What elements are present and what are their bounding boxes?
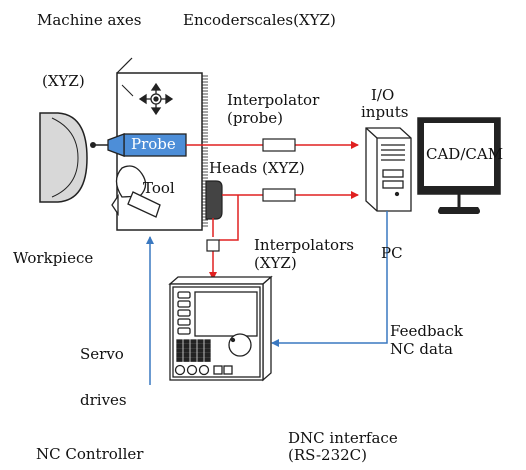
heads-label: Heads (XYZ): [209, 159, 305, 177]
nc-controller: [168, 275, 273, 382]
nc-side-button: [177, 309, 191, 317]
nc-controller-label: NC Controller: [36, 445, 144, 463]
nc-key: [190, 339, 197, 344]
cad-cam-label: CAD/CAM: [426, 145, 504, 163]
nc-key: [183, 339, 190, 344]
tool-icon: [111, 165, 161, 218]
io-label-2: inputs: [361, 103, 409, 121]
nc-key: [197, 357, 204, 362]
nc-key: [176, 357, 183, 362]
interpolator-probe-label-2: (probe): [227, 109, 283, 127]
xyz-label: (XYZ): [42, 72, 85, 90]
nc-key: [204, 343, 211, 349]
feedback-label-1: Feedback: [390, 322, 463, 340]
feedback-lines: [146, 211, 388, 385]
nc-key: [190, 348, 197, 353]
nc-side-button: [177, 300, 191, 308]
encoder-head: [205, 180, 223, 220]
nc-side-button: [177, 318, 191, 326]
encoder-scales-label: Encoderscales(XYZ): [183, 11, 336, 29]
probe-label: Probe: [131, 135, 176, 153]
nc-key: [197, 339, 204, 344]
nc-key: [190, 357, 197, 362]
signal-lines: [186, 141, 359, 280]
workpiece: [39, 112, 88, 203]
encoder-scale: [201, 73, 208, 230]
drives-label: drives: [80, 391, 127, 409]
nc-round-button: [198, 364, 210, 376]
interpolator-probe-label-1: Interpolator: [227, 91, 320, 109]
probe: [90, 133, 187, 157]
pc-tower: [365, 127, 412, 212]
nc-key: [183, 357, 190, 362]
nc-key: [190, 343, 197, 349]
workpiece-label: Workpiece: [13, 249, 94, 267]
nc-key: [204, 352, 211, 358]
nc-key: [204, 339, 211, 344]
cad-cam-monitor: [417, 117, 501, 214]
nc-key: [176, 352, 183, 358]
nc-key: [183, 348, 190, 353]
tool-label: Tool: [143, 179, 175, 197]
dnc-interface-label-2: (RS-232C): [288, 446, 367, 464]
nc-round-button: [186, 364, 198, 376]
feedback-label-2: NC data: [390, 340, 453, 358]
nc-square-button: [213, 365, 223, 375]
nc-key: [176, 339, 183, 344]
nc-square-button: [223, 365, 233, 375]
nc-key: [197, 348, 204, 353]
nc-key: [197, 352, 204, 358]
nc-side-button: [177, 291, 191, 299]
nc-key: [190, 352, 197, 358]
interpolators-label-2: (XYZ): [254, 254, 297, 272]
interpolators-label-1: Interpolators: [254, 236, 354, 254]
nc-key: [204, 348, 211, 353]
servo-label: Servo: [80, 345, 124, 363]
io-label-1: I/O: [371, 86, 395, 104]
nc-round-button: [174, 364, 186, 376]
pc-label: PC: [381, 244, 403, 262]
nc-key: [204, 357, 211, 362]
nc-key: [183, 343, 190, 349]
interpolator-boxes: [206, 138, 296, 252]
nc-key: [197, 343, 204, 349]
dnc-interface-label-1: DNC interface: [288, 429, 398, 447]
nc-side-button: [177, 327, 191, 335]
nc-key: [183, 352, 190, 358]
nc-key: [176, 343, 183, 349]
axes-symbol: [138, 82, 174, 116]
machine-axes-label: Machine axes: [37, 11, 142, 29]
nc-key: [176, 348, 183, 353]
